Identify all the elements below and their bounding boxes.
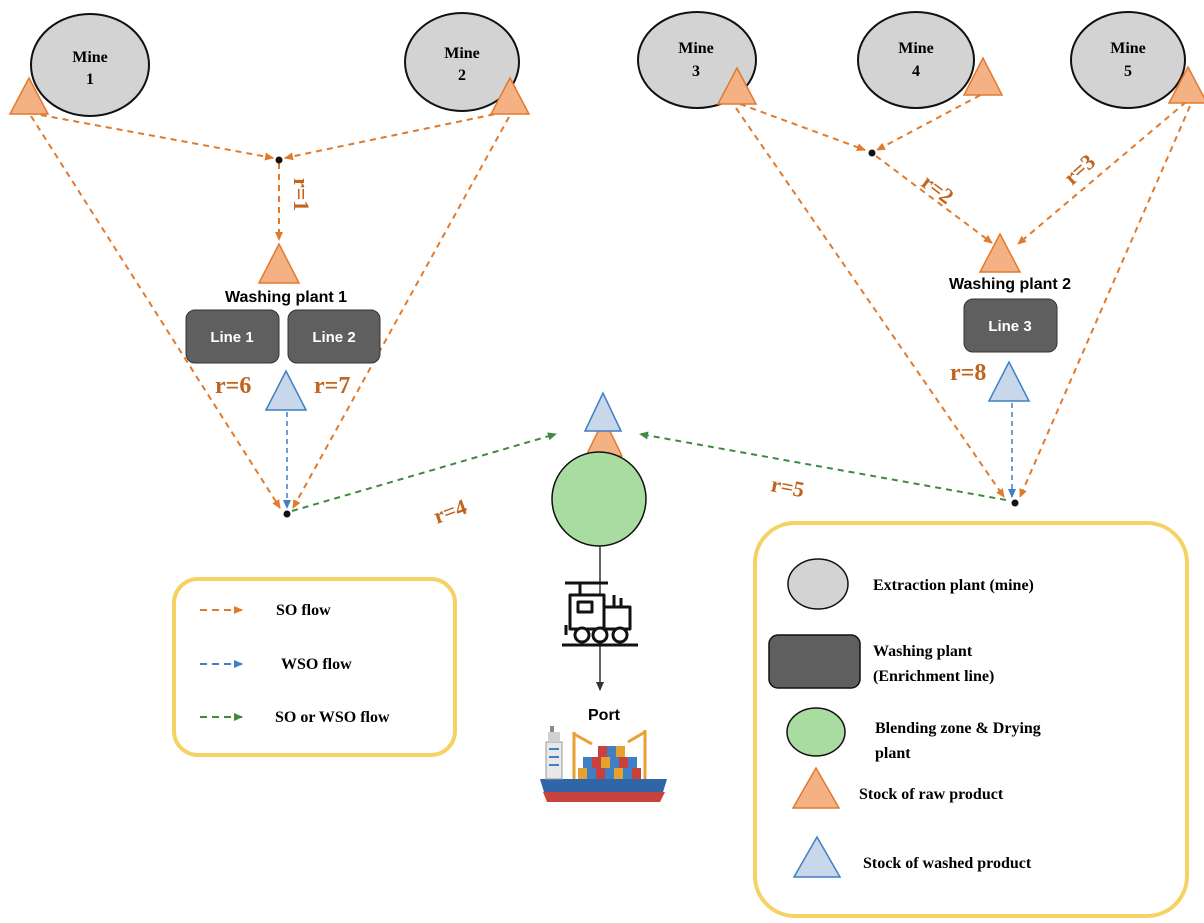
junction-dot bbox=[1011, 499, 1019, 507]
mine-name: Mine bbox=[1110, 40, 1146, 57]
route-label-r3: r=3 bbox=[1059, 149, 1100, 190]
washing-plant-2: Washing plant 2 Line 3 bbox=[949, 276, 1071, 353]
washed-stock-legend-icon bbox=[792, 835, 842, 878]
mine-circle bbox=[30, 13, 150, 117]
flow-legend: SO flow WSO flow SO or WSO flow bbox=[172, 577, 457, 757]
blending-legend-label-line1: Blending zone & Drying bbox=[875, 720, 1041, 737]
raw-stock-legend-label: Stock of raw product bbox=[859, 786, 1004, 803]
raw-stock-triangle bbox=[716, 66, 758, 105]
washed-stock-triangle-plant1 bbox=[264, 369, 308, 411]
flow-mine5-to-junction4 bbox=[1019, 105, 1191, 498]
raw-stock-triangle bbox=[962, 56, 1004, 96]
mine-name: Mine bbox=[678, 40, 714, 57]
washing-plant-legend-label-line2: (Enrichment line) bbox=[873, 668, 994, 685]
flow-junction2-to-blending bbox=[291, 432, 557, 512]
route-label-r4: r=4 bbox=[430, 494, 470, 529]
junction-dot bbox=[868, 149, 876, 157]
raw-stock-triangle bbox=[489, 76, 531, 115]
raw-stock-triangle-plant1 bbox=[257, 242, 301, 284]
mine-4: Mine 4 bbox=[857, 11, 975, 109]
washing-plant-1: Washing plant 1 Line 1 Line 2 bbox=[185, 289, 381, 364]
washed-stock-triangles bbox=[264, 360, 1031, 432]
flow-junction3-to-plant2 bbox=[875, 155, 993, 244]
raw-stock-triangle bbox=[8, 76, 50, 115]
wso-flow-label: WSO flow bbox=[281, 656, 352, 673]
washing-plant-legend-label-line1: Washing plant bbox=[873, 643, 973, 660]
junction-dot bbox=[275, 156, 283, 164]
mine-number: 1 bbox=[86, 71, 94, 88]
train-icon bbox=[562, 581, 638, 647]
mine-circle bbox=[1070, 11, 1186, 109]
blending-legend-label-line2: plant bbox=[875, 745, 911, 762]
so-flow-lines bbox=[29, 89, 1191, 509]
route-label-r7: r=7 bbox=[314, 373, 350, 399]
raw-stock-triangle-plant2 bbox=[978, 232, 1022, 273]
flow-mine1-to-junction2 bbox=[30, 115, 281, 509]
enrichment-line-label: Line 2 bbox=[312, 329, 355, 346]
mine-2: Mine 2 bbox=[404, 12, 520, 112]
enrichment-line-box bbox=[963, 298, 1058, 353]
symbol-legend-frame bbox=[753, 521, 1189, 918]
mine-legend-icon bbox=[787, 558, 849, 610]
mine-number: 2 bbox=[458, 67, 466, 84]
mine-circle bbox=[404, 12, 520, 112]
mixed-flow-label: SO or WSO flow bbox=[275, 709, 390, 726]
washed-stock-triangle-blending bbox=[583, 391, 623, 432]
flow-mine1-to-junction1 bbox=[29, 112, 274, 161]
flow-mine5-to-plant2 bbox=[1017, 101, 1187, 245]
raw-stock-legend-icon bbox=[791, 766, 841, 809]
washed-stock-triangle-plant2 bbox=[987, 360, 1031, 402]
washing-plant-title: Washing plant 1 bbox=[225, 289, 347, 306]
flow-mine2-to-junction2 bbox=[292, 116, 510, 509]
route-label-r8: r=8 bbox=[950, 360, 986, 386]
raw-stock-triangle bbox=[1167, 65, 1204, 104]
flow-mine3-to-junction4 bbox=[735, 107, 1005, 498]
blending-zone bbox=[551, 451, 647, 691]
washing-plant-legend-icon bbox=[768, 634, 861, 689]
mine-name: Mine bbox=[72, 49, 108, 66]
enrichment-line-label: Line 3 bbox=[988, 318, 1031, 335]
washed-stock-legend-label: Stock of washed product bbox=[863, 855, 1032, 872]
flow-junction4-to-blending bbox=[639, 431, 1007, 501]
route-label-r6: r=6 bbox=[215, 373, 251, 399]
port-label: Port bbox=[588, 707, 621, 724]
ship-icon bbox=[540, 726, 667, 802]
mine-5: Mine 5 bbox=[1070, 11, 1186, 109]
wso-flow-lines bbox=[283, 403, 1016, 509]
route-label-r5: r=5 bbox=[769, 471, 806, 502]
mine-3: Mine 3 bbox=[637, 11, 757, 109]
mine-number: 4 bbox=[912, 63, 920, 80]
blending-legend-icon bbox=[786, 707, 846, 757]
enrichment-line-box bbox=[185, 309, 280, 364]
junction-dot bbox=[283, 510, 291, 518]
mine-name: Mine bbox=[444, 45, 480, 62]
symbol-legend: Extraction plant (mine) Washing plant (E… bbox=[753, 521, 1189, 918]
enrichment-line-label: Line 1 bbox=[210, 329, 253, 346]
mine-name: Mine bbox=[898, 40, 934, 57]
mine-number: 3 bbox=[692, 63, 700, 80]
raw-stock-triangles bbox=[8, 56, 1204, 457]
flow-mine2-to-junction1 bbox=[284, 111, 506, 161]
flow-legend-frame bbox=[172, 577, 457, 757]
washing-plant-title: Washing plant 2 bbox=[949, 276, 1071, 293]
mine-1: Mine 1 bbox=[30, 13, 150, 117]
mine-circle bbox=[637, 11, 757, 109]
blending-circle bbox=[551, 451, 647, 547]
route-label-r2: r=2 bbox=[917, 169, 959, 209]
mine-circle bbox=[857, 11, 975, 109]
route-label-r1: r=1 bbox=[289, 178, 314, 211]
mine-number: 5 bbox=[1124, 63, 1132, 80]
junction-dots bbox=[275, 149, 1019, 518]
mixed-flow-lines bbox=[291, 431, 1007, 512]
so-flow-label: SO flow bbox=[276, 602, 331, 619]
mine-legend-label: Extraction plant (mine) bbox=[873, 577, 1034, 594]
flow-mine3-to-junction3 bbox=[739, 103, 866, 151]
enrichment-line-box bbox=[287, 309, 381, 364]
